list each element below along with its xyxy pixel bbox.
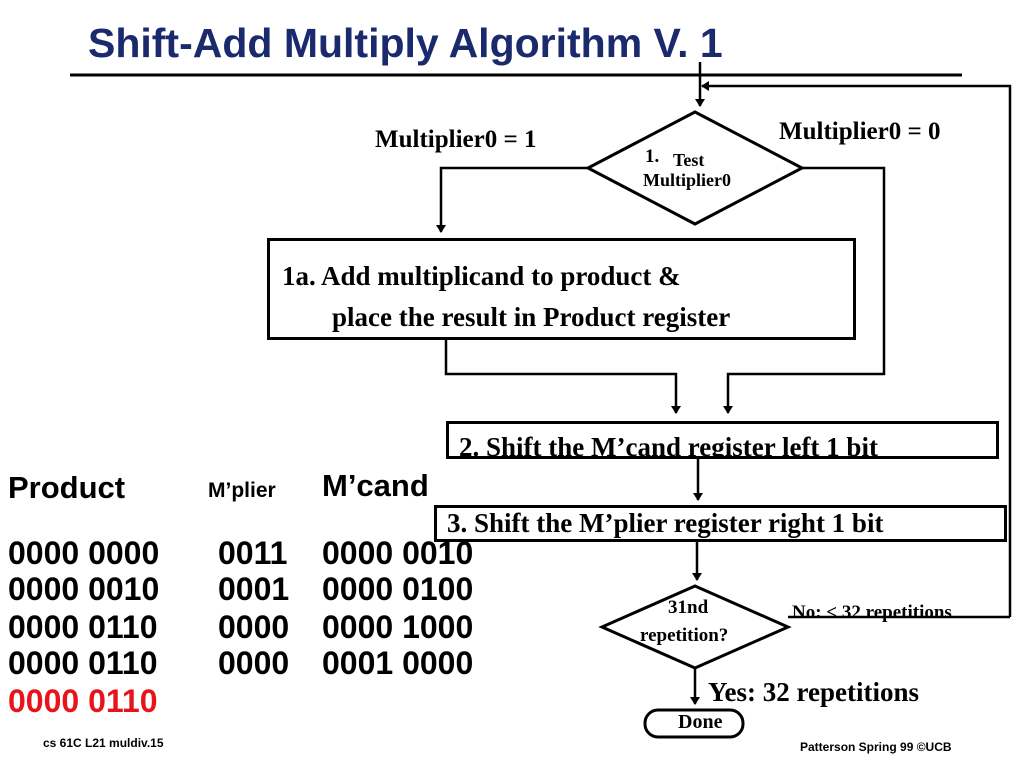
branch-one-arrow xyxy=(436,166,588,233)
repeat-label-line1: 31nd xyxy=(668,597,709,618)
done-label: Done xyxy=(678,711,723,733)
trace-product: 0000 0110 xyxy=(8,645,158,681)
test-diamond xyxy=(584,110,806,226)
trace-mplier: 0011 xyxy=(218,535,288,571)
mplier-header: M’plier xyxy=(208,479,276,502)
done-terminal xyxy=(643,708,745,739)
trace-product: 0000 0110 xyxy=(8,609,158,645)
branch-one-label: Multiplier0 = 1 xyxy=(375,126,537,153)
product-header: Product xyxy=(8,470,126,505)
branch-zero-arrow xyxy=(723,166,886,414)
slide-title: Shift-Add Multiply Algorithm V. 1 xyxy=(88,20,723,66)
test-label-line1: Test xyxy=(673,150,705,170)
test-step-number: 1. xyxy=(645,146,660,167)
final-product: 0000 0110 xyxy=(8,683,158,719)
shift-mcand-box: 2. Shift the M’cand register left 1 bit xyxy=(446,421,999,459)
trace-mplier: 0001 xyxy=(218,571,290,607)
trace-mplier: 0000 xyxy=(218,609,290,645)
shift-mcand-label: 2. Shift the M’cand register left 1 bit xyxy=(459,432,878,459)
test-label-line2: Multiplier0 xyxy=(643,170,731,190)
shift-mplier-box: 3. Shift the M’plier register right 1 bi… xyxy=(434,505,1007,542)
yes-branch-label: Yes: 32 repetitions xyxy=(708,677,919,707)
trace-mcand: 0000 0100 xyxy=(322,571,474,607)
add-step-line1: 1a. Add multiplicand to product & xyxy=(282,261,681,291)
footer-copyright: Patterson Spring 99 ©UCB xyxy=(800,740,952,754)
no-branch-label: No: < 32 repetitions xyxy=(792,602,952,623)
trace-mcand: 0001 0000 xyxy=(322,645,474,681)
footer-course-label: cs 61C L21 muldiv.15 xyxy=(43,736,164,750)
shift-mplier-label: 3. Shift the M’plier register right 1 bi… xyxy=(447,508,884,538)
mcand-header: M’cand xyxy=(322,468,429,503)
trace-mcand: 0000 1000 xyxy=(322,609,474,645)
repeat-label-line2: repetition? xyxy=(640,625,729,646)
trace-mplier: 0000 xyxy=(218,645,290,681)
add-step-box: 1a. Add multiplicand to product & place … xyxy=(267,238,856,340)
trace-mcand: 0000 0010 xyxy=(322,535,474,571)
loop-back-line xyxy=(701,81,1012,617)
trace-product: 0000 0010 xyxy=(8,571,160,607)
branch-zero-label: Multiplier0 = 0 xyxy=(779,118,941,145)
add-step-line2: place the result in Product register xyxy=(332,302,731,332)
trace-product: 0000 0000 xyxy=(8,535,160,571)
add-to-shift-arrow xyxy=(444,338,681,414)
